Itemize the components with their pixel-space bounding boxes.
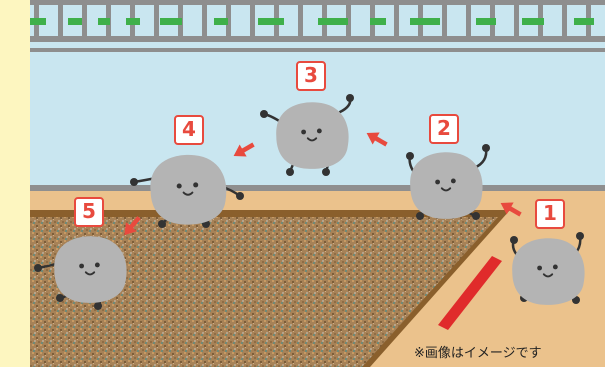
rock-character-1 bbox=[510, 232, 586, 306]
step-badge-4: 4 bbox=[174, 115, 204, 145]
ground-wall bbox=[30, 185, 605, 191]
sand-pit bbox=[30, 217, 498, 367]
step-badge-2: 2 bbox=[429, 114, 459, 144]
rock-character-2 bbox=[406, 144, 490, 220]
fence-top-bars bbox=[30, 18, 594, 25]
step-badge-5: 5 bbox=[74, 197, 104, 227]
step-badge-1: 1 bbox=[535, 199, 565, 229]
image-disclaimer-note: ※画像はイメージです bbox=[414, 346, 542, 361]
rock-character-5 bbox=[34, 235, 128, 310]
step-badge-3: 3 bbox=[296, 61, 326, 91]
rock-character-3 bbox=[260, 94, 354, 176]
rock-character-4 bbox=[130, 153, 244, 228]
takeoff-board bbox=[438, 256, 502, 330]
